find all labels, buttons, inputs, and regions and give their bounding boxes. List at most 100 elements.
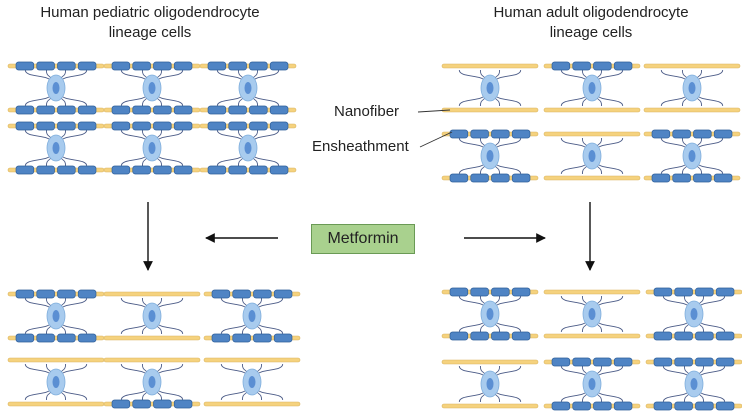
- myelin-segment: [15, 105, 35, 115]
- myelin-segment: [491, 129, 510, 139]
- process-line: [155, 387, 184, 401]
- oligodendrocyte-cell: [103, 357, 201, 409]
- myelin-segment: [207, 61, 227, 71]
- myelin-segment: [111, 61, 131, 71]
- process-line: [458, 137, 487, 151]
- process-line: [560, 319, 589, 333]
- process-line: [560, 389, 589, 403]
- myelin-segment: [228, 105, 247, 115]
- myelin-segment: [269, 105, 289, 115]
- cell-nucleus: [588, 82, 596, 94]
- process-line: [697, 295, 726, 309]
- myelin-segment: [77, 61, 97, 71]
- process-line: [493, 365, 522, 379]
- process-line: [493, 389, 522, 403]
- cell-nucleus: [148, 376, 156, 388]
- myelin-segment: [111, 165, 131, 175]
- myelin-segment: [653, 401, 673, 411]
- myelin-segment: [77, 289, 97, 299]
- process-line: [59, 69, 88, 83]
- myelin-segment: [551, 401, 571, 411]
- myelin-segment: [153, 61, 172, 71]
- myelin-segment: [715, 287, 735, 297]
- process-line: [120, 129, 149, 143]
- myelin-segment: [491, 173, 510, 183]
- myelin-segment: [132, 165, 151, 175]
- oligodendrocyte-cell: [7, 289, 105, 343]
- adult-panel-title: Human adult oligodendrocyte lineage cell…: [440, 3, 742, 43]
- process-line: [24, 153, 53, 167]
- myelin-segment: [15, 165, 35, 175]
- process-line: [120, 93, 149, 107]
- arrows: [143, 202, 595, 271]
- myelin-segment: [693, 129, 712, 139]
- myelin-segment: [693, 173, 712, 183]
- myelin-segment: [36, 165, 55, 175]
- process-line: [155, 297, 184, 311]
- myelin-segment: [651, 129, 671, 139]
- process-line: [595, 389, 624, 403]
- myelin-segment: [173, 105, 193, 115]
- cell-nucleus: [52, 376, 60, 388]
- myelin-segment: [491, 331, 510, 341]
- cell-nucleus: [588, 378, 596, 390]
- oligodendrocyte-cell: [441, 287, 539, 341]
- process-line: [660, 137, 689, 151]
- metformin-box: Metformin: [311, 224, 415, 254]
- process-line: [560, 93, 589, 107]
- process-line: [695, 137, 724, 151]
- process-line: [695, 93, 724, 107]
- myelin-segment: [173, 61, 193, 71]
- process-line: [697, 389, 726, 403]
- myelin-segment: [511, 331, 531, 341]
- cell-nucleus: [148, 82, 156, 94]
- myelin-segment: [228, 165, 247, 175]
- process-line: [24, 69, 53, 83]
- myelin-segment: [153, 105, 172, 115]
- process-line: [560, 295, 589, 309]
- myelin-segment: [249, 61, 268, 71]
- myelin-segment: [269, 165, 289, 175]
- myelin-segment: [111, 105, 131, 115]
- process-line: [595, 93, 624, 107]
- myelin-segment: [613, 401, 633, 411]
- cell-nucleus: [148, 310, 156, 322]
- myelin-segment: [232, 289, 251, 299]
- nanofiber-leader: [417, 109, 451, 113]
- process-line: [595, 137, 624, 151]
- myelin-segment: [207, 165, 227, 175]
- myelin-segment: [470, 129, 489, 139]
- ensheathment-leader: [419, 131, 453, 148]
- myelin-segment: [228, 121, 247, 131]
- process-line: [595, 365, 624, 379]
- oligodendrocyte-cell: [7, 357, 105, 407]
- myelin-segment: [57, 121, 76, 131]
- process-line: [660, 161, 689, 175]
- process-line: [120, 363, 149, 377]
- process-line: [59, 363, 88, 377]
- process-line: [220, 297, 249, 311]
- myelin-segment: [77, 121, 97, 131]
- process-line: [458, 161, 487, 175]
- myelin-segment: [674, 357, 693, 367]
- cell-nucleus: [486, 150, 494, 162]
- process-line: [458, 389, 487, 403]
- myelin-segment: [551, 357, 571, 367]
- process-line: [493, 69, 522, 83]
- myelin-segment: [613, 61, 633, 71]
- myelin-segment: [674, 331, 693, 341]
- myelin-segment: [695, 331, 714, 341]
- myelin-segment: [77, 165, 97, 175]
- process-line: [24, 363, 53, 377]
- process-line: [662, 389, 691, 403]
- myelin-segment: [572, 401, 591, 411]
- myelin-segment: [715, 331, 735, 341]
- process-line: [24, 297, 53, 311]
- myelin-segment: [470, 173, 489, 183]
- process-line: [560, 69, 589, 83]
- oligodendrocyte-cell: [645, 357, 742, 411]
- myelin-segment: [713, 129, 733, 139]
- myelin-segment: [672, 129, 691, 139]
- ensheathment-label: Ensheathment: [312, 138, 409, 155]
- cell-nucleus: [248, 376, 256, 388]
